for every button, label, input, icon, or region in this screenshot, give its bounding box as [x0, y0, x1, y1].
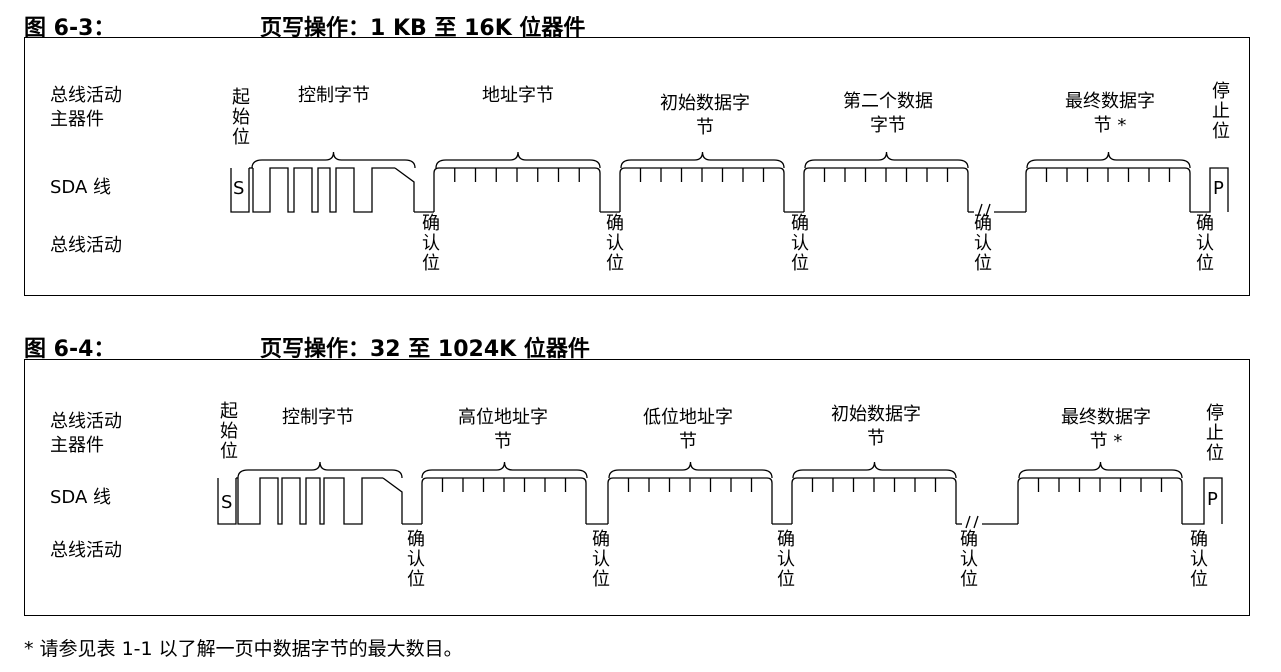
address-byte-label: 地址字节 — [482, 85, 554, 106]
control-byte-label: 控制字节 — [298, 85, 370, 106]
ack-bit-label: 确认位 — [974, 213, 992, 274]
figure-6-4-waveform — [217, 461, 1223, 529]
last-data-byte-label: 最终数据字节 * — [1065, 91, 1155, 136]
figure-6-3-waveform — [230, 151, 1229, 217]
start-bit-label: 起始位 — [220, 401, 238, 462]
master-label: 主器件 — [50, 109, 104, 130]
start-bit-label: 起始位 — [232, 87, 250, 148]
low-address-byte-label: 低位地址字节 — [643, 407, 733, 452]
figure-number: 图 6-4： — [24, 337, 116, 362]
high-address-byte-label: 高位地址字节 — [458, 407, 548, 452]
bus-activity-master-label: 总线活动 — [50, 85, 122, 106]
stop-bit-label: 停止位 — [1206, 403, 1224, 464]
stop-bit-label: 停止位 — [1212, 81, 1230, 142]
stop-box — [1182, 477, 1223, 525]
start-symbol: S — [233, 178, 245, 199]
stop-symbol: P — [1213, 178, 1224, 199]
bus-activity-master-label: 总线活动 — [50, 411, 122, 432]
figure-6-4-frame — [24, 359, 1250, 616]
byte-brace — [620, 151, 785, 169]
break-mark — [973, 515, 979, 529]
stop-box — [1190, 167, 1229, 213]
sda-line-label: SDA 线 — [50, 487, 112, 508]
ack-bit-label: 确认位 — [422, 213, 440, 274]
bus-activity-label: 总线活动 — [50, 235, 122, 256]
start-symbol: S — [221, 492, 233, 513]
ack-bit-label: 确认位 — [1196, 213, 1214, 274]
master-label: 主器件 — [50, 435, 104, 456]
byte-brace — [237, 461, 403, 479]
ack-bit-label: 确认位 — [407, 529, 425, 590]
bus-activity-label: 总线活动 — [50, 540, 122, 561]
figure-title: 页写操作：32 至 1024K 位器件 — [260, 337, 590, 362]
first-data-byte-label: 初始数据字节 — [660, 93, 750, 138]
byte-brace — [792, 461, 957, 479]
ack-bit-label: 确认位 — [777, 529, 795, 590]
ack-bit-label: 确认位 — [960, 529, 978, 590]
start-box — [217, 478, 237, 525]
byte-brace — [608, 461, 773, 479]
sda-line-label: SDA 线 — [50, 177, 112, 198]
break-mark — [965, 515, 971, 529]
control-byte — [394, 167, 415, 212]
ack-bit-label: 确认位 — [606, 213, 624, 274]
byte-brace — [1018, 461, 1183, 479]
ack-bit-label: 确认位 — [1190, 529, 1208, 590]
ack-bit-label: 确认位 — [791, 213, 809, 274]
ack-bit-label: 确认位 — [592, 529, 610, 590]
byte-brace — [435, 151, 601, 169]
figure-6-3-frame — [24, 37, 1250, 296]
figure-number: 图 6-3： — [24, 16, 116, 41]
byte-brace — [804, 151, 969, 169]
stop-symbol: P — [1207, 489, 1218, 510]
byte-brace — [251, 151, 416, 169]
control-byte — [237, 477, 383, 525]
byte-brace — [1026, 151, 1191, 169]
break-mark — [985, 203, 991, 217]
control-byte-label: 控制字节 — [282, 407, 354, 428]
second-data-byte-label: 第二个数据字节 — [843, 91, 933, 136]
start-box — [230, 168, 250, 213]
control-byte — [252, 167, 395, 213]
control-byte — [382, 477, 403, 524]
byte-brace — [421, 461, 588, 479]
footnote: * 请参见表 1-1 以了解一页中数据字节的最大数目。 — [24, 638, 463, 660]
first-data-byte-label: 初始数据字节 — [831, 404, 921, 449]
figure-title: 页写操作：1 KB 至 16K 位器件 — [260, 16, 586, 41]
last-data-byte-label: 最终数据字节 * — [1061, 407, 1151, 452]
break-mark — [977, 203, 983, 217]
